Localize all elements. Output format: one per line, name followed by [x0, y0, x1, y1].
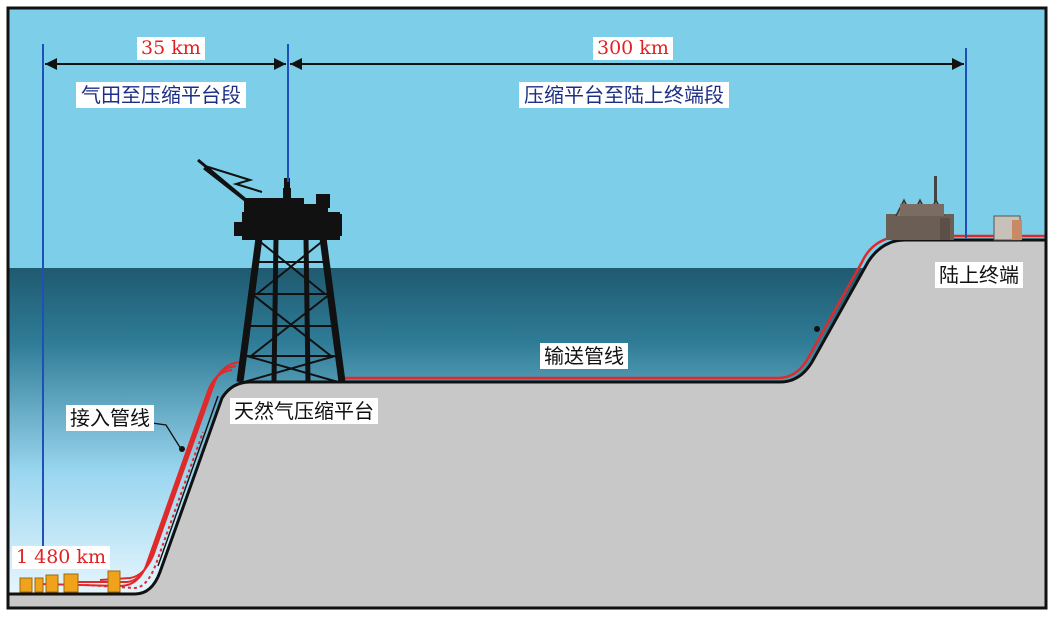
frame-border — [6, 6, 1048, 610]
gathering-label-leader — [151, 422, 182, 450]
subsea-wellheads — [19, 570, 121, 593]
onshore-terminal — [886, 176, 1022, 241]
gathering-pipe-outline — [157, 395, 219, 567]
compression-platform — [197, 158, 346, 383]
pipeline-slope-marker — [814, 326, 820, 332]
transmission-pipeline-label: 输送管线 — [540, 343, 628, 369]
segment-1-label: 气田至压缩平台段 — [76, 82, 246, 108]
segment-2-label: 压缩平台至陆上终端段 — [519, 82, 729, 108]
depth-label: 1 480 km — [12, 546, 110, 569]
seabed-profile — [8, 240, 1046, 608]
segment-2-length-label: 300 km — [593, 37, 673, 60]
segment-1-length-label: 35 km — [137, 37, 205, 60]
gathering-pipelines — [39, 361, 241, 590]
compression-platform-label: 天然气压缩平台 — [230, 398, 378, 424]
gathering-pipeline-label: 接入管线 — [66, 405, 154, 431]
onshore-terminal-label: 陆上终端 — [935, 262, 1023, 288]
dimension-arrows — [45, 58, 964, 70]
seabed-outline — [8, 238, 1046, 596]
marker-lines — [42, 44, 967, 554]
